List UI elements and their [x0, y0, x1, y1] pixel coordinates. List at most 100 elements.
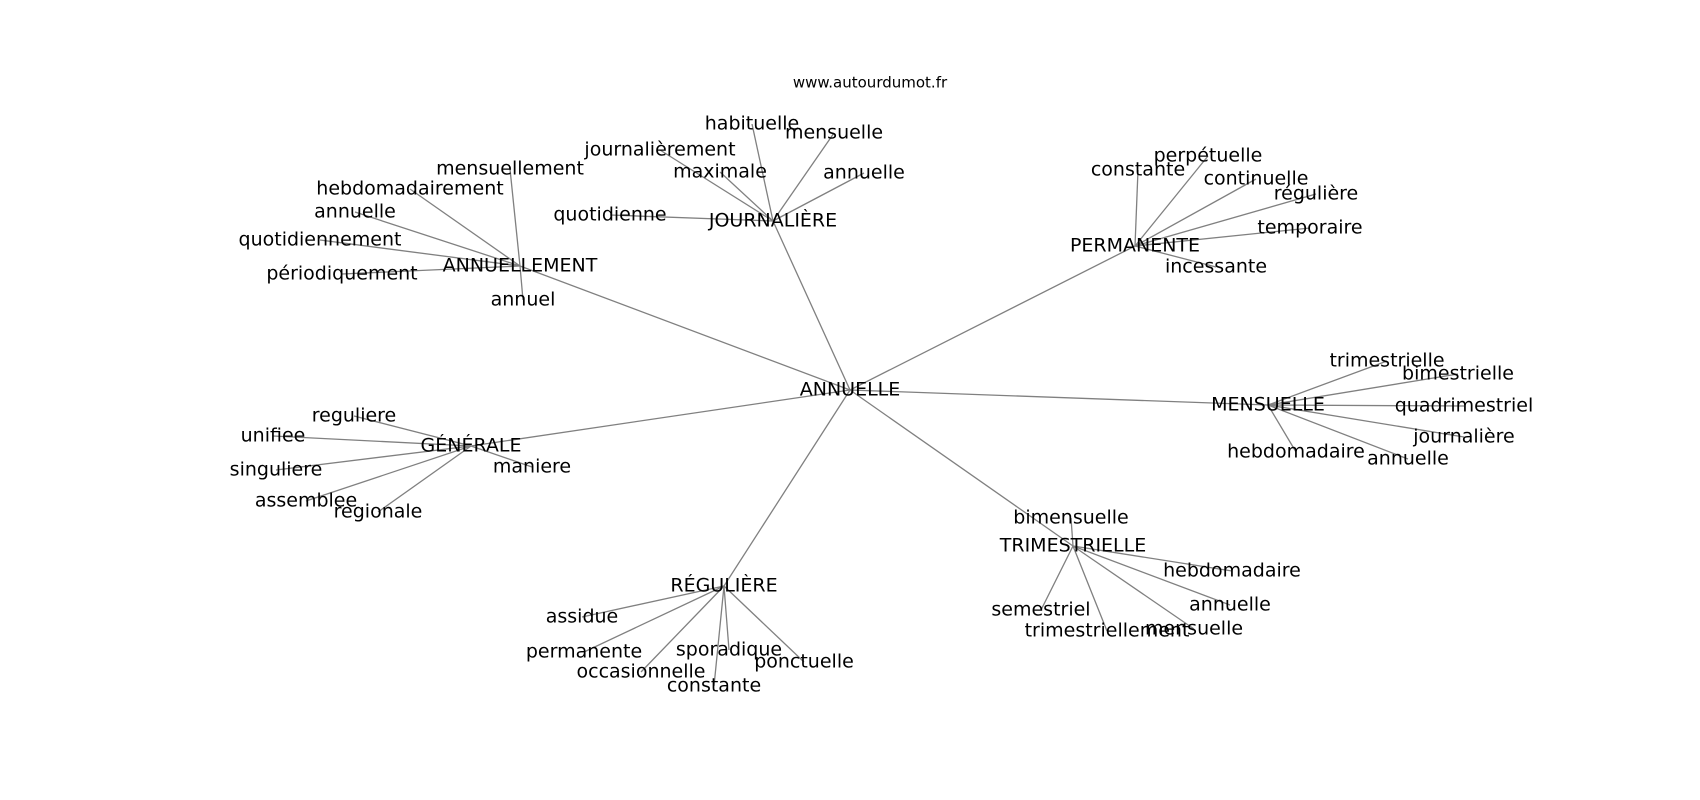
leaf-word[interactable]: permanente [526, 641, 642, 663]
hub-to-leaf-edge [772, 132, 835, 222]
leaf-word[interactable]: annuelle [1367, 448, 1449, 470]
hub-to-leaf-edge [1267, 404, 1409, 460]
hub-to-leaf-edge [319, 239, 521, 267]
leaf-word[interactable]: trimestriellement [1025, 620, 1190, 642]
leaf-word[interactable]: mensuelle [1145, 618, 1243, 640]
leaf-word[interactable]: temporaire [1257, 217, 1362, 239]
hub-to-leaf-edge [723, 585, 805, 663]
leaf-word[interactable]: habituelle [705, 113, 799, 135]
leaf-word[interactable]: assemblee [255, 490, 357, 512]
leaf-word[interactable]: unifiee [241, 425, 306, 447]
leaf-word[interactable]: reguliere [312, 405, 397, 427]
leaf-word[interactable]: singuliere [230, 459, 323, 481]
leaf-word[interactable]: mensuelle [785, 122, 883, 144]
leaf-word[interactable]: constante [1091, 159, 1185, 181]
leaf-word[interactable]: annuelle [314, 201, 396, 223]
leaf-word[interactable]: périodiquement [266, 263, 417, 285]
center-word[interactable]: ANNUELLE [800, 379, 901, 401]
hub-to-leaf-edge [659, 149, 774, 222]
leaf-word[interactable]: quadrimestriel [1395, 395, 1534, 417]
hub-to-leaf-edge [409, 188, 521, 267]
hub-to-leaf-edge [772, 172, 865, 222]
hub-to-leaf-edge [341, 265, 521, 275]
hub-to-leaf-edge [305, 445, 472, 502]
leaf-word[interactable]: semestriel [991, 599, 1090, 621]
hub-to-leaf-edge [583, 585, 725, 653]
leaf-word[interactable]: ponctuelle [754, 651, 854, 673]
hub-to-leaf-edge [1072, 545, 1231, 606]
hub-to-leaf-edge [723, 585, 730, 651]
leaf-word[interactable]: occasionnelle [577, 661, 706, 683]
leaf-word[interactable]: assidue [546, 606, 619, 628]
leaf-word[interactable]: hebdomadaire [1163, 560, 1301, 582]
leaf-word[interactable]: regionale [334, 501, 423, 523]
hub-word[interactable]: JOURNALIÈRE [708, 209, 837, 232]
hub-to-leaf-edge [1134, 227, 1311, 247]
leaf-word[interactable]: continuelle [1204, 168, 1309, 190]
leaf-word[interactable]: hebdomadairement [316, 178, 503, 200]
center-to-hub-edge [849, 389, 1074, 547]
hub-to-leaf-edge [353, 415, 472, 447]
hub-to-leaf-edge [1134, 169, 1139, 247]
site-watermark[interactable]: www.autourdumot.fr [793, 74, 948, 92]
hub-to-leaf-edge [1072, 545, 1108, 632]
hub-to-leaf-edge [1267, 404, 1297, 453]
center-to-hub-edge [470, 389, 851, 447]
leaf-word[interactable]: bimensuelle [1013, 507, 1128, 529]
leaf-word[interactable]: bimestrielle [1402, 363, 1514, 385]
hub-to-leaf-edge [275, 445, 472, 471]
hub-to-leaf-edge [272, 435, 472, 447]
leaf-word[interactable]: journalière [1412, 426, 1514, 448]
hub-to-leaf-edge [581, 585, 725, 618]
hub-to-leaf-edge [713, 585, 725, 687]
leaf-word[interactable]: quotidienne [553, 204, 666, 226]
leaf-word[interactable]: régulière [1274, 183, 1359, 205]
hub-word[interactable]: RÉGULIÈRE [670, 574, 777, 597]
leaf-word[interactable]: mensuellement [436, 158, 584, 180]
hub-to-leaf-edge [470, 445, 533, 468]
leaf-word[interactable]: sporadique [676, 639, 782, 661]
label-layer: www.autourdumot.fr mensuellementhebdomad… [230, 74, 1534, 697]
center-to-hub-edge [849, 389, 1269, 406]
hub-to-leaf-edge [1267, 373, 1459, 406]
hub-to-leaf-edge [609, 214, 774, 222]
leaf-word[interactable]: quotidiennement [239, 229, 402, 251]
leaf-word[interactable]: journalièrement [583, 139, 735, 161]
center-to-hub-edge [772, 220, 851, 391]
hub-to-leaf-edge [1134, 178, 1257, 247]
leaf-word[interactable]: perpétuelle [1154, 145, 1263, 167]
leaf-word[interactable]: incessante [1165, 256, 1267, 278]
hub-to-leaf-edge [1134, 193, 1317, 247]
hub-to-leaf-edge [377, 445, 472, 513]
hub-to-leaf-edge [1267, 404, 1465, 438]
hub-to-leaf-edge [1072, 545, 1233, 572]
hub-to-leaf-edge [751, 123, 774, 222]
hub-word[interactable]: PERMANENTE [1070, 235, 1200, 257]
leaf-word[interactable]: annuel [491, 289, 556, 311]
hub-to-leaf-edge [509, 168, 521, 267]
leaf-word[interactable]: hebdomadaire [1227, 441, 1365, 463]
hub-word[interactable]: ANNUELLEMENT [443, 255, 598, 277]
leaf-word[interactable]: annuelle [823, 162, 905, 184]
center-to-hub-edge [519, 265, 851, 391]
hub-word[interactable]: TRIMESTRIELLE [999, 535, 1146, 557]
leaf-word[interactable]: annuelle [1189, 594, 1271, 616]
hub-to-leaf-edge [1267, 360, 1388, 406]
center-to-hub-edge [849, 245, 1136, 391]
hub-to-leaf-edge [1072, 545, 1195, 630]
hub-to-leaf-edge [354, 211, 521, 267]
leaf-word[interactable]: constante [667, 675, 761, 697]
hub-to-leaf-edge [719, 171, 774, 222]
hub-word[interactable]: MENSUELLE [1211, 394, 1325, 416]
center-to-hub-edge [723, 389, 851, 587]
hub-word[interactable]: GÉNÉRALE [421, 434, 522, 457]
hub-to-leaf-edge [1040, 545, 1074, 611]
hub-to-leaf-edge [1134, 155, 1209, 247]
edge-layer [272, 123, 1465, 687]
leaf-word[interactable]: trimestrielle [1329, 350, 1444, 372]
leaf-word[interactable]: maniere [493, 456, 571, 478]
hub-to-leaf-edge [1267, 404, 1465, 407]
hub-to-leaf-edge [1134, 245, 1217, 268]
leaf-word[interactable]: maximale [673, 161, 767, 183]
